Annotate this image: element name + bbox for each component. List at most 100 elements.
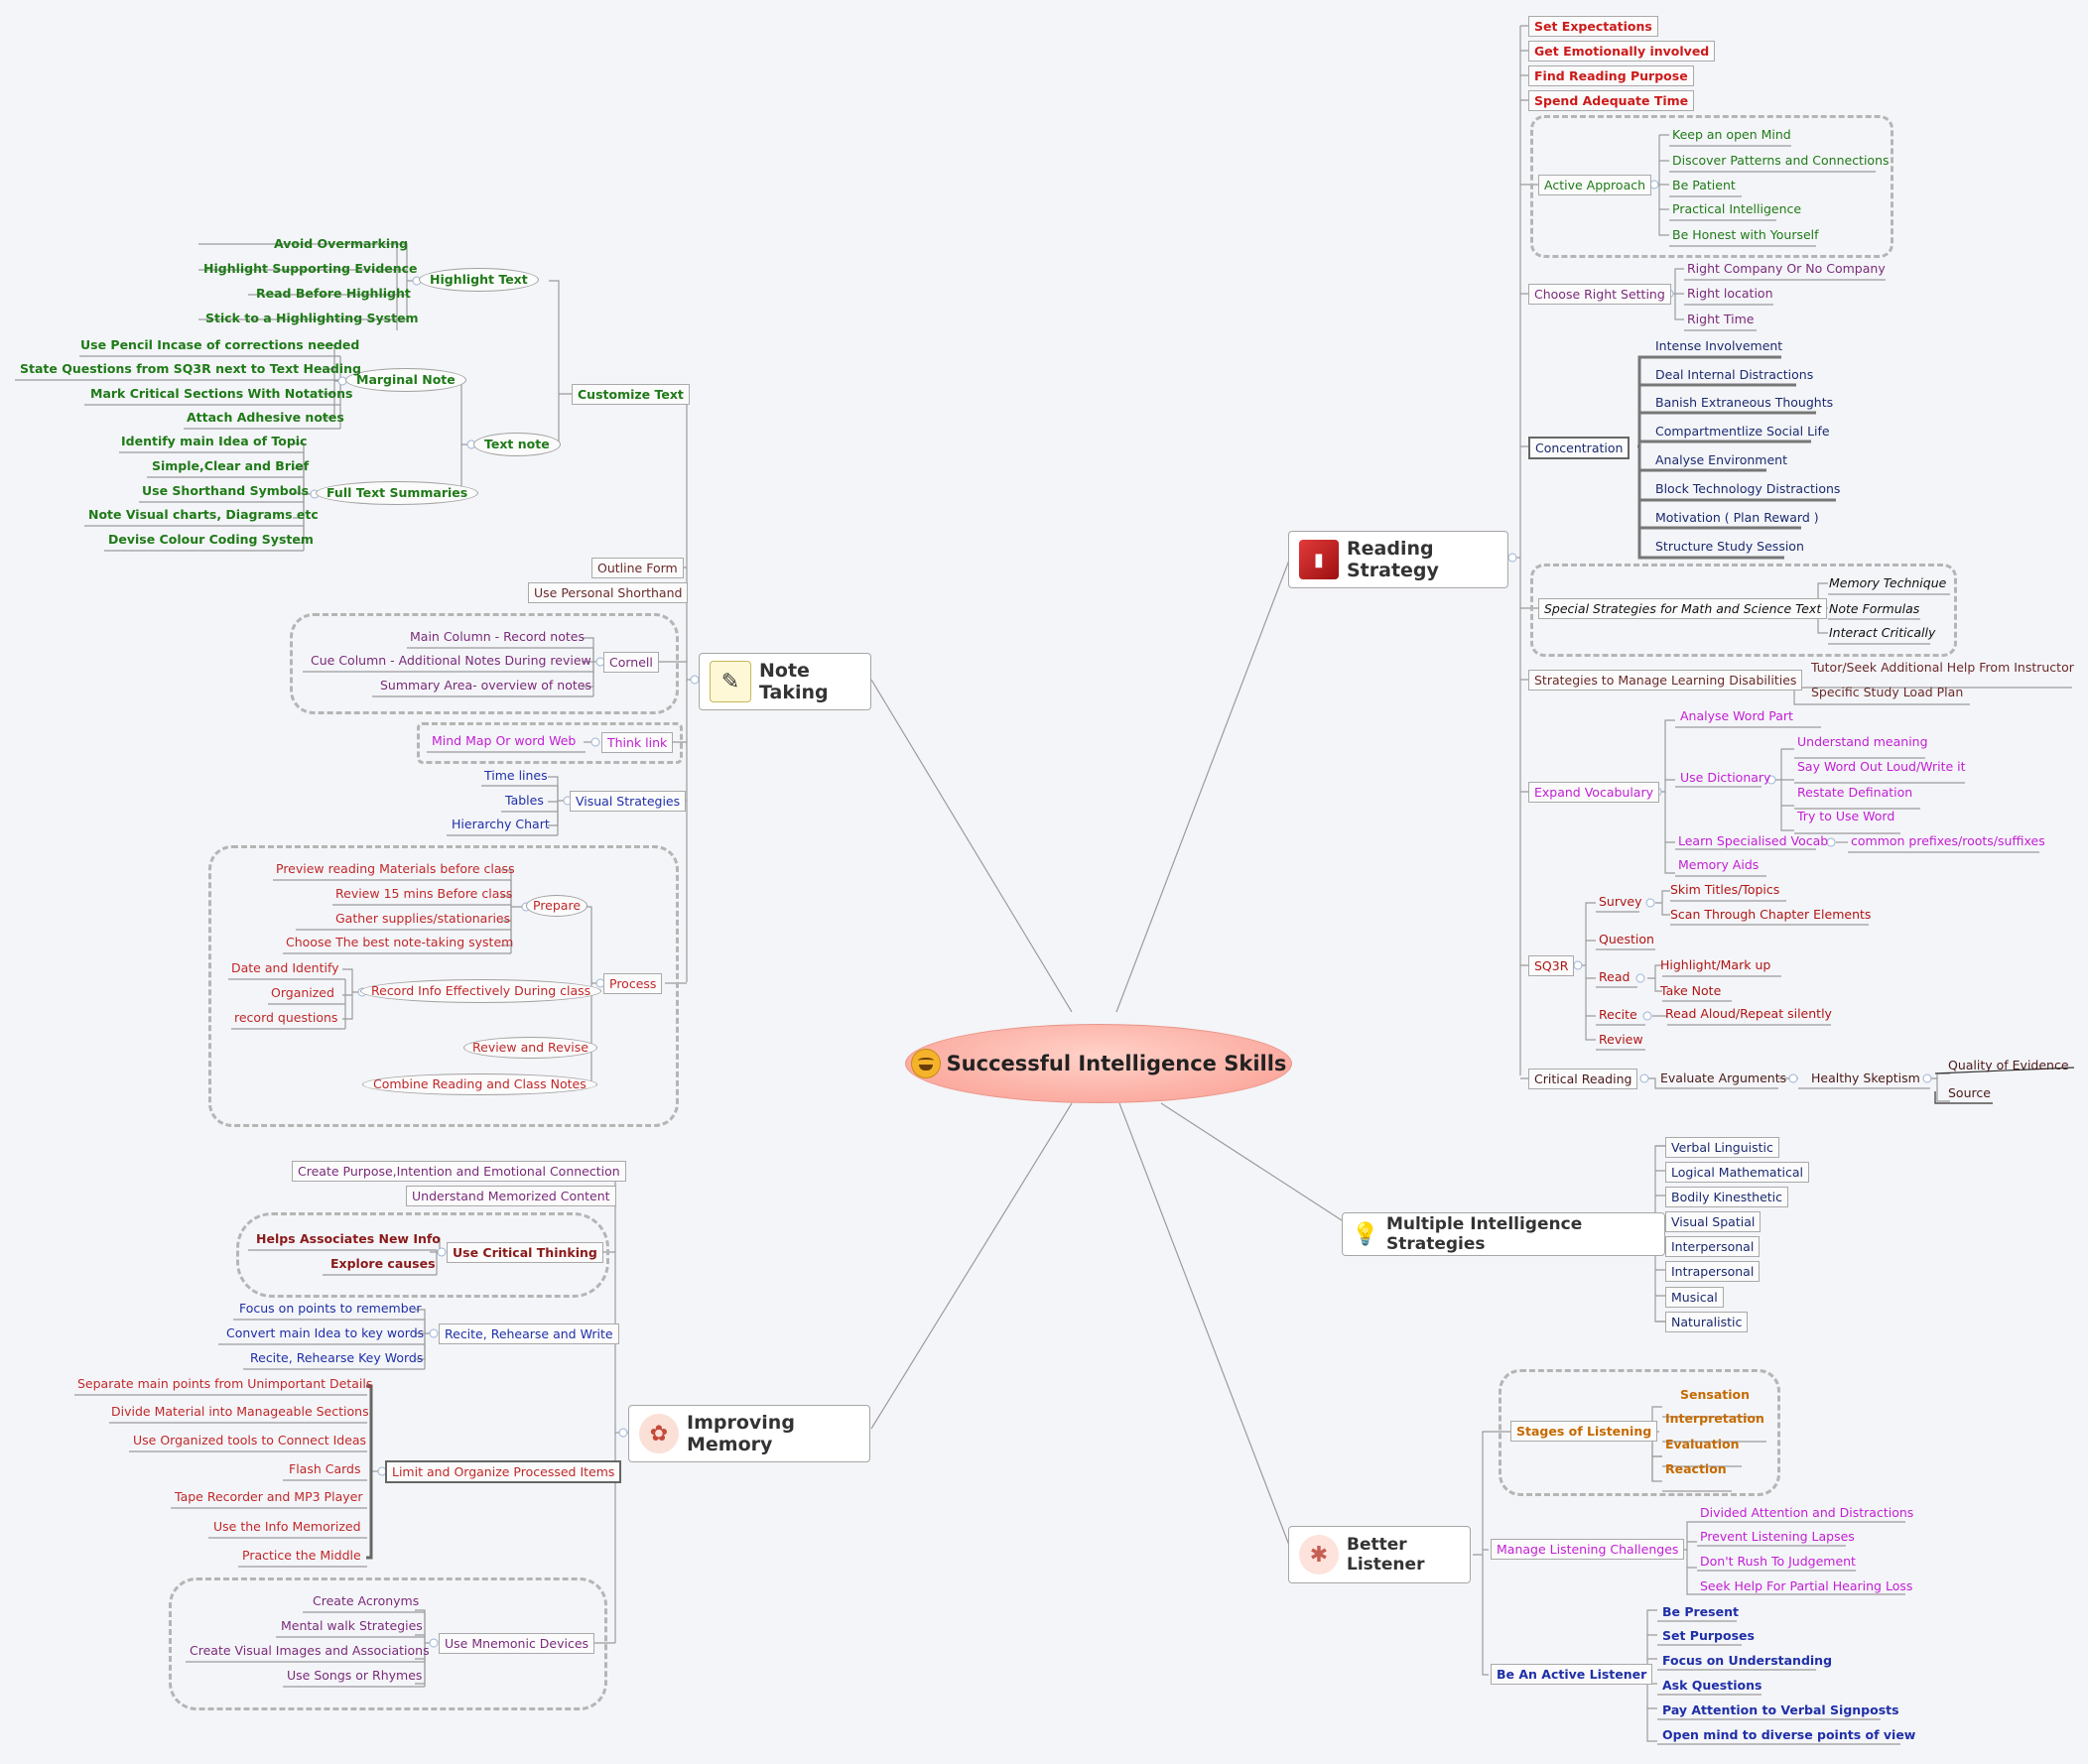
special-item[interactable]: Note Formulas <box>1829 601 1920 616</box>
limit-item[interactable]: Use the Info Memorized <box>213 1519 361 1534</box>
question[interactable]: Question <box>1599 932 1654 946</box>
think-link[interactable]: Think link <box>601 732 674 753</box>
recite-item[interactable]: Recite, Rehearse Key Words <box>250 1350 424 1365</box>
stage-item[interactable]: Interpretation <box>1665 1411 1764 1426</box>
skeptism-item[interactable]: Quality of Evidence <box>1948 1058 2069 1072</box>
active-approach[interactable]: Active Approach <box>1538 175 1652 195</box>
customize-text[interactable]: Customize Text <box>572 384 690 405</box>
marginal-item[interactable]: Attach Adhesive notes <box>187 410 344 425</box>
use-personal-shorthand[interactable]: Use Personal Shorthand <box>528 582 689 603</box>
dictionary-item[interactable]: Try to Use Word <box>1797 809 1895 823</box>
intelligence-item[interactable]: Bodily Kinesthetic <box>1665 1187 1789 1207</box>
prepare[interactable]: Prepare <box>526 895 588 917</box>
sq3r[interactable]: SQ3R <box>1528 955 1575 976</box>
mnemonic-item[interactable]: Mental walk Strategies <box>281 1618 423 1633</box>
record-item[interactable]: record questions <box>234 1010 338 1025</box>
mnemonic-item[interactable]: Create Acronyms <box>313 1593 420 1608</box>
learning-disabilities[interactable]: Strategies to Manage Learning Disabiliti… <box>1528 670 1803 691</box>
record-info-effectively[interactable]: Record Info Effectively During class <box>360 979 602 1003</box>
challenge-item[interactable]: Seek Help For Partial Hearing Loss <box>1700 1578 1913 1593</box>
recite-item[interactable]: Focus on points to remember <box>239 1301 422 1316</box>
spend-adequate-time[interactable]: Spend Adequate Time <box>1528 90 1695 111</box>
understand-memorized-content[interactable]: Understand Memorized Content <box>406 1186 616 1206</box>
mnemonic-item[interactable]: Use Songs or Rhymes <box>287 1668 423 1683</box>
intelligence-item[interactable]: Visual Spatial <box>1665 1211 1762 1232</box>
review-and-revise[interactable]: Review and Revise <box>463 1037 597 1059</box>
concentration-item[interactable]: Motivation ( Plan Reward ) <box>1655 510 1819 525</box>
concentration-item[interactable]: Deal Internal Distractions <box>1655 367 1814 382</box>
dictionary-item[interactable]: Understand meaning <box>1797 734 1928 749</box>
process[interactable]: Process <box>603 973 663 994</box>
highlight-item[interactable]: Highlight Supporting Evidence <box>203 261 418 276</box>
intelligence-item[interactable]: Musical <box>1665 1287 1724 1308</box>
create-purpose[interactable]: Create Purpose,Intention and Emotional C… <box>292 1161 626 1182</box>
central-topic[interactable]: Successful Intelligence Skills <box>905 1024 1292 1103</box>
active-listener-item[interactable]: Be Present <box>1662 1604 1739 1619</box>
find-reading-purpose[interactable]: Find Reading Purpose <box>1528 65 1694 86</box>
concentration-item[interactable]: Intense Involvement <box>1655 338 1783 353</box>
limit-item[interactable]: Separate main points from Unimportant De… <box>77 1376 373 1391</box>
cornell-item[interactable]: Cue Column - Additional Notes During rev… <box>311 653 591 668</box>
review[interactable]: Review <box>1599 1032 1643 1047</box>
mnemonic-item[interactable]: Create Visual Images and Associations <box>190 1643 430 1658</box>
evaluate-arguments[interactable]: Evaluate Arguments <box>1660 1071 1787 1085</box>
use-mnemonic-devices[interactable]: Use Mnemonic Devices <box>439 1633 595 1654</box>
read-item[interactable]: Highlight/Mark up <box>1660 957 1771 972</box>
disabilities-item[interactable]: Specific Study Load Plan <box>1811 685 1964 699</box>
choose-right-setting[interactable]: Choose Right Setting <box>1528 284 1671 305</box>
highlight-item[interactable]: Stick to a Highlighting System <box>205 311 419 325</box>
concentration-item[interactable]: Analyse Environment <box>1655 452 1787 467</box>
marginal-item[interactable]: Use Pencil Incase of corrections needed <box>80 337 360 352</box>
set-expectations[interactable]: Set Expectations <box>1528 16 1658 37</box>
stage-item[interactable]: Sensation <box>1680 1387 1751 1402</box>
read[interactable]: Read <box>1599 969 1631 984</box>
note-taking-topic[interactable]: ✎ Note Taking <box>699 653 871 710</box>
special-item[interactable]: Memory Technique <box>1829 575 1947 590</box>
analyse-word-part[interactable]: Analyse Word Part <box>1680 708 1793 723</box>
marginal-note[interactable]: Marginal Note <box>345 368 466 392</box>
intelligence-item[interactable]: Logical Mathematical <box>1665 1162 1809 1183</box>
prepare-item[interactable]: Choose The best note-taking system <box>286 935 514 949</box>
intelligence-item[interactable]: Interpersonal <box>1665 1236 1761 1257</box>
concentration-item[interactable]: Compartmentlize Social Life <box>1655 424 1830 439</box>
critical-reading[interactable]: Critical Reading <box>1528 1069 1638 1089</box>
concentration-item[interactable]: Block Technology Distractions <box>1655 481 1841 496</box>
disabilities-item[interactable]: Tutor/Seek Additional Help From Instruct… <box>1811 660 2074 675</box>
recite-rehearse-write[interactable]: Recite, Rehearse and Write <box>439 1323 619 1344</box>
full-text-item[interactable]: Note Visual charts, Diagrams etc <box>88 507 319 522</box>
survey-item[interactable]: Scan Through Chapter Elements <box>1670 907 1872 922</box>
critical-thinking-item[interactable]: Helps Associates New Info <box>256 1231 441 1246</box>
highlight-text[interactable]: Highlight Text <box>419 268 539 292</box>
mind-map-or-word-web[interactable]: Mind Map Or word Web <box>432 733 577 748</box>
multiple-intelligence-topic[interactable]: 💡 Multiple Intelligence Strategies <box>1342 1212 1665 1256</box>
recite[interactable]: Recite <box>1599 1007 1637 1022</box>
cornell[interactable]: Cornell <box>603 652 659 673</box>
highlight-item[interactable]: Read Before Highlight <box>256 286 411 301</box>
survey-item[interactable]: Skim Titles/Topics <box>1670 882 1780 897</box>
marginal-item[interactable]: Mark Critical Sections With Notations <box>90 386 353 401</box>
record-item[interactable]: Date and Identify <box>231 960 339 975</box>
use-dictionary[interactable]: Use Dictionary <box>1680 770 1771 785</box>
visual-strategies[interactable]: Visual Strategies <box>570 791 687 812</box>
memory-aids[interactable]: Memory Aids <box>1678 857 1760 872</box>
survey[interactable]: Survey <box>1599 894 1642 909</box>
recite-item[interactable]: Convert main Idea to key words <box>226 1325 425 1340</box>
intelligence-item[interactable]: Intrapersonal <box>1665 1261 1761 1282</box>
setting-item[interactable]: Right location <box>1687 286 1773 301</box>
concentration[interactable]: Concentration <box>1528 437 1631 459</box>
cornell-item[interactable]: Summary Area- overview of notes <box>380 678 591 693</box>
stages-of-listening[interactable]: Stages of Listening <box>1510 1421 1658 1442</box>
visual-item[interactable]: Tables <box>505 793 544 808</box>
setting-item[interactable]: Right Time <box>1687 312 1755 326</box>
active-listener-item[interactable]: Open mind to diverse points of view <box>1662 1727 1916 1742</box>
active-item[interactable]: Be Honest with Yourself <box>1672 227 1819 242</box>
active-listener-item[interactable]: Ask Questions <box>1662 1678 1762 1693</box>
setting-item[interactable]: Right Company Or No Company <box>1687 261 1886 276</box>
active-listener-item[interactable]: Focus on Understanding <box>1662 1653 1833 1668</box>
limit-item[interactable]: Use Organized tools to Connect Ideas <box>133 1433 367 1448</box>
visual-item[interactable]: Hierarchy Chart <box>452 817 550 831</box>
challenge-item[interactable]: Divided Attention and Distractions <box>1700 1505 1914 1520</box>
healthy-skeptism[interactable]: Healthy Skeptism <box>1811 1071 1920 1085</box>
active-listener-item[interactable]: Pay Attention to Verbal Signposts <box>1662 1702 1899 1717</box>
full-text-item[interactable]: Devise Colour Coding System <box>108 532 314 547</box>
